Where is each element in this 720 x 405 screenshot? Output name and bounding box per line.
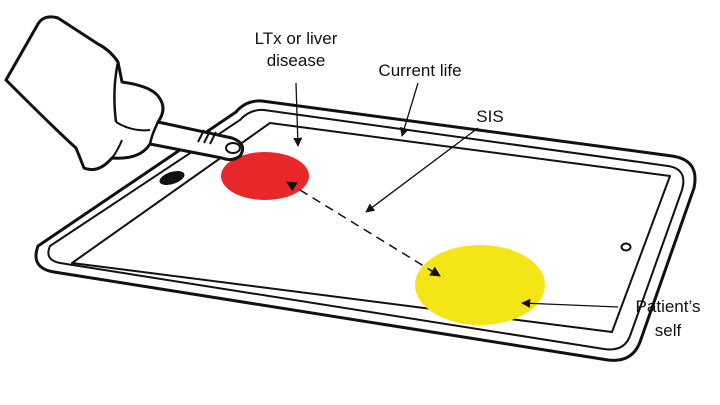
pointing-hand-icon [4, 15, 245, 172]
self-circle [415, 245, 545, 325]
current-life-label: Current life [378, 61, 461, 80]
ltx-label-line2: disease [267, 51, 326, 70]
sis-pointer-arrow [365, 127, 479, 213]
current-life-pointer-arrow [400, 82, 419, 137]
camera-icon [620, 242, 632, 252]
sis-label: SIS [476, 107, 503, 126]
patient-label-line2: self [655, 321, 682, 340]
self-pointer-arrow [521, 298, 619, 308]
patient-label-line1: Patient’s [636, 297, 701, 316]
ltx-label-line1: LTx or liver [255, 29, 338, 48]
home-button-icon [159, 171, 185, 185]
ltx-pointer-arrow [293, 82, 303, 147]
tablet-inner-edge [47, 108, 685, 351]
